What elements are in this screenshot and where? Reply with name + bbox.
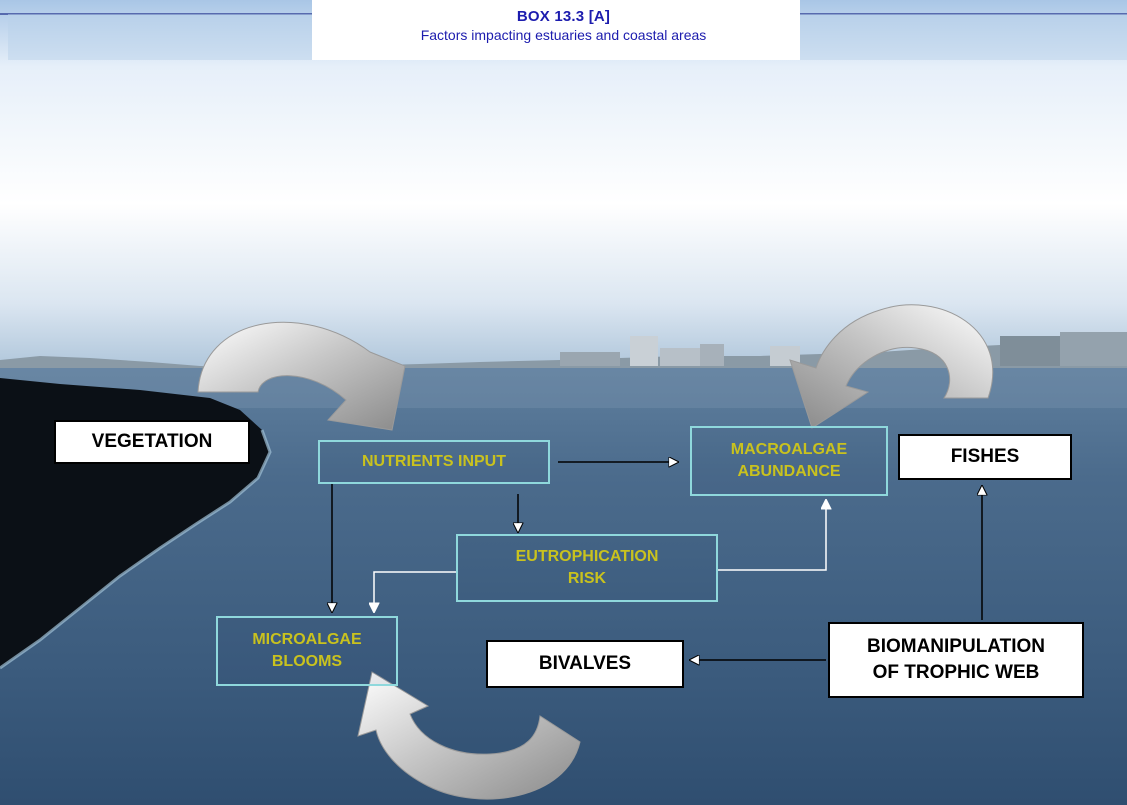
node-nutrients-input-label: NUTRIENTS INPUT bbox=[362, 453, 506, 470]
node-macroalgae-abundance-label: MACROALGAE ABUNDANCE bbox=[730, 441, 848, 480]
connector-eutrophication-to-microalgae bbox=[374, 571, 456, 612]
box-subtitle: Factors impacting estuaries and coastal … bbox=[420, 27, 707, 43]
node-fishes: FISHES bbox=[898, 434, 1072, 480]
curved-arrow-bottom bbox=[357, 671, 581, 800]
node-fishes-label: FISHES bbox=[950, 446, 1020, 467]
node-bivalves: BIVALVES bbox=[486, 640, 684, 688]
node-microalgae-blooms: MICROALGAE BLOOMS bbox=[216, 616, 398, 686]
curved-arrow-top-left bbox=[197, 321, 406, 431]
node-biomanipulation: BIOMANIPULATION OF TROPHIC WEB bbox=[828, 622, 1084, 698]
node-macroalgae-abundance: MACROALGAE ABUNDANCE bbox=[690, 426, 888, 496]
node-nutrients-input: NUTRIENTS INPUT bbox=[318, 440, 550, 484]
curved-arrow-top-right bbox=[789, 304, 994, 429]
node-biomanipulation-label: BIOMANIPULATION OF TROPHIC WEB bbox=[866, 636, 1046, 683]
box-code-title: BOX 13.3 [A] bbox=[516, 8, 611, 25]
node-eutrophication-risk: EUTROPHICATION RISK bbox=[456, 534, 718, 602]
connector-eutrophication-to-macroalgae bbox=[718, 500, 826, 571]
node-vegetation: VEGETATION bbox=[54, 420, 250, 464]
node-eutrophication-risk-label: EUTROPHICATION RISK bbox=[515, 548, 659, 587]
node-vegetation-label: VEGETATION bbox=[91, 431, 213, 452]
node-microalgae-blooms-label: MICROALGAE BLOOMS bbox=[252, 631, 362, 670]
node-bivalves-label: BIVALVES bbox=[538, 653, 632, 674]
